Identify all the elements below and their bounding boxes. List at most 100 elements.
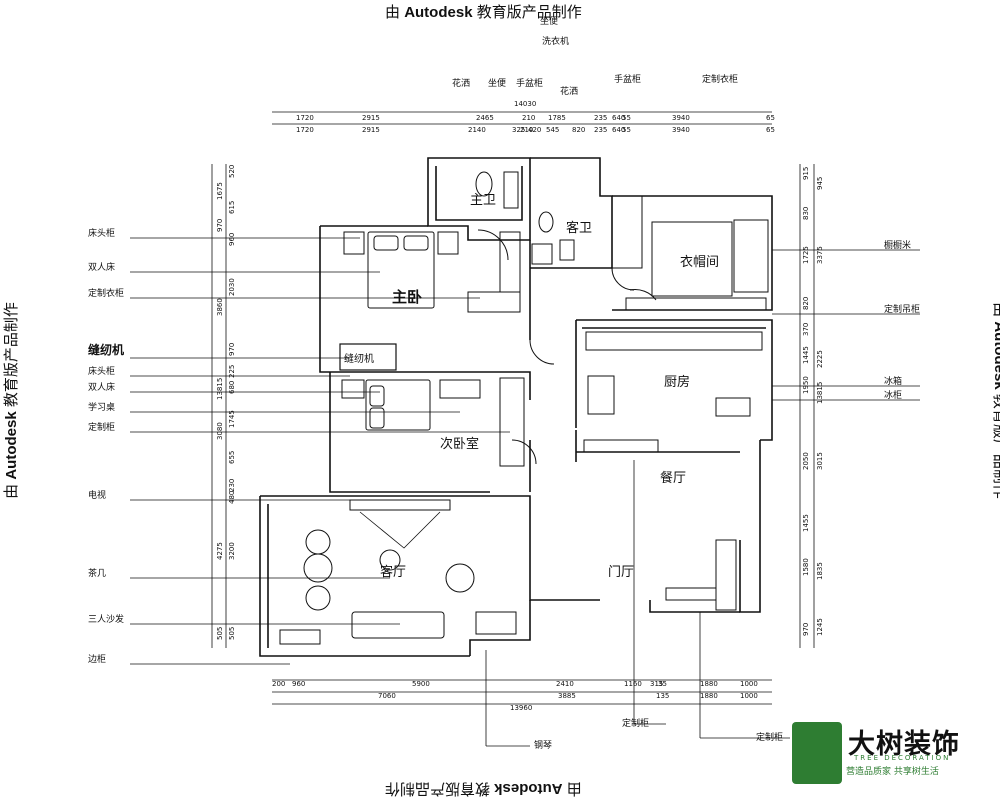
dim-top-row1: 65 <box>766 114 775 122</box>
top-callout-label: 花洒 <box>560 85 578 97</box>
dim-right-col1: 1950 <box>802 376 810 394</box>
dim-bottom-row1: 315 <box>650 680 663 688</box>
left-callout-label: 茶几 <box>88 567 106 579</box>
right-callout-label: 定制吊柜 <box>884 303 920 315</box>
watermark-top: 由 Autodesk 教育版产品制作 <box>385 4 582 21</box>
dim-top-row2: 235 <box>594 126 607 134</box>
room-label-second-bedroom: 次卧室 <box>440 436 479 452</box>
dimension-lines <box>211 111 815 705</box>
dim-left-col2: 970 <box>228 343 236 356</box>
dim-left-col1: 13815 <box>216 378 224 400</box>
logo-subtitle: TREE DECORATION <box>854 754 951 762</box>
dim-left-col1: 3080 <box>216 422 224 440</box>
left-callout-label: 双人床 <box>88 381 115 393</box>
room-label-dining: 餐厅 <box>660 470 686 486</box>
dim-left-col2: 230 <box>228 479 236 492</box>
top-callout-label: 手盆柜 <box>614 73 641 85</box>
room-label-foyer: 门厅 <box>608 565 634 580</box>
dim-left-col2: 615 <box>228 201 236 214</box>
room-label-guest-bath: 客卫 <box>566 220 592 236</box>
dim-top-row2: 55 <box>622 126 631 134</box>
dim-bottom-row1: 1880 <box>700 680 718 688</box>
dim-left-col2: 1745 <box>228 410 236 428</box>
dim-right-col2: 2225 <box>816 350 824 368</box>
dim-top-row2: 820 <box>572 126 585 134</box>
dim-top-row2: 1720 <box>296 126 314 134</box>
dim-bottom-row1: 5900 <box>412 680 430 688</box>
dim-top-row2: 65 <box>766 126 775 134</box>
logo-slogan: 营造品质家 共享树生活 <box>846 767 939 777</box>
sewing-machine-box-label: 缝纫机 <box>344 352 374 365</box>
dim-top-row1: 55 <box>622 114 631 122</box>
leader-lines <box>130 237 920 747</box>
dim-right-col1: 915 <box>802 167 810 180</box>
dim-top-row1: 235 <box>594 114 607 122</box>
dim-bottom-row1: 1160 <box>624 680 642 688</box>
dim-bottom-row2: 1000 <box>740 692 758 700</box>
dim-left-col1: 1675 <box>216 182 224 200</box>
dim-left-col2: 655 <box>228 451 236 464</box>
dim-top-row2: 545 <box>546 126 559 134</box>
dim-right-col1: 370 <box>802 323 810 336</box>
left-callout-label: 双人床 <box>88 261 115 273</box>
dim-left-col2: 2030 <box>228 278 236 296</box>
dim-top-row2: 325 <box>512 126 525 134</box>
left-callout-label: 定制衣柜 <box>88 287 124 299</box>
dim-top-row1: 1785 <box>548 114 566 122</box>
top-callout-label: 洗衣机 <box>542 35 569 47</box>
bottom-callout-label: 定制柜 <box>622 717 649 729</box>
dim-left-col1: 3860 <box>216 298 224 316</box>
dim-bottom-row2: 1880 <box>700 692 718 700</box>
dim-bottom-row2: 7060 <box>378 692 396 700</box>
company-logo: 大树装饰 TREE DECORATION 营造品质家 共享树生活 <box>792 720 982 790</box>
dim-right-col1: 1725 <box>802 246 810 264</box>
dim-bottom-row1: 35 <box>658 680 667 688</box>
room-label-living: 客厅 <box>380 564 406 580</box>
dim-top-row1: 1720 <box>296 114 314 122</box>
dim-right-col2: 1835 <box>816 562 824 580</box>
dim-bottom-row2: 135 <box>656 692 669 700</box>
dim-total-top: 14030 <box>514 100 536 108</box>
top-callouts: 坐便洗衣机花洒坐便手盆柜花洒手盆柜定制衣柜 <box>452 15 738 97</box>
dim-top-row1: 2465 <box>476 114 494 122</box>
dim-right-col1: 2050 <box>802 452 810 470</box>
left-callout-label: 定制柜 <box>88 421 115 433</box>
logo-title: 大树装饰 <box>848 729 960 760</box>
dim-right-col2: 3375 <box>816 246 824 264</box>
dim-top-row2: 3940 <box>672 126 690 134</box>
dim-right-col2: 945 <box>816 177 824 190</box>
dim-bottom-row2: 3885 <box>558 692 576 700</box>
dim-left-col2: 505 <box>228 627 236 640</box>
dim-left-col2: 520 <box>228 165 236 178</box>
dim-right-col1: 1445 <box>802 346 810 364</box>
left-callout-label: 床头柜 <box>88 365 115 377</box>
top-callout-label: 坐便 <box>488 77 506 89</box>
doors <box>477 229 657 465</box>
dim-bottom-row1: 2410 <box>556 680 574 688</box>
top-callout-label: 手盆柜 <box>516 77 543 89</box>
dim-top-row2: 210 <box>520 126 533 134</box>
dim-left-col2: 960 <box>228 233 236 246</box>
dim-top-row1: 2915 <box>362 114 380 122</box>
left-callout-label: 三人沙发 <box>88 613 124 625</box>
dim-left-col1: 4275 <box>216 542 224 560</box>
dim-top-row1: 3940 <box>672 114 690 122</box>
dim-total-bottom: 13960 <box>510 704 532 712</box>
dim-right-col1: 820 <box>802 297 810 310</box>
bottom-callout-label: 定制柜 <box>756 731 783 743</box>
room-label-cloakroom: 衣帽间 <box>680 254 719 270</box>
dim-top-row1: 210 <box>522 114 535 122</box>
right-callout-label: 冰箱 <box>884 375 902 387</box>
dim-right-col2: 1245 <box>816 618 824 636</box>
right-callout-label: 冰柜 <box>884 389 902 401</box>
walls <box>259 157 773 657</box>
room-label-master-bedroom: 主卧 <box>392 288 422 306</box>
dim-bottom-row1: 960 <box>292 680 305 688</box>
dim-left-col1: 505 <box>216 627 224 640</box>
